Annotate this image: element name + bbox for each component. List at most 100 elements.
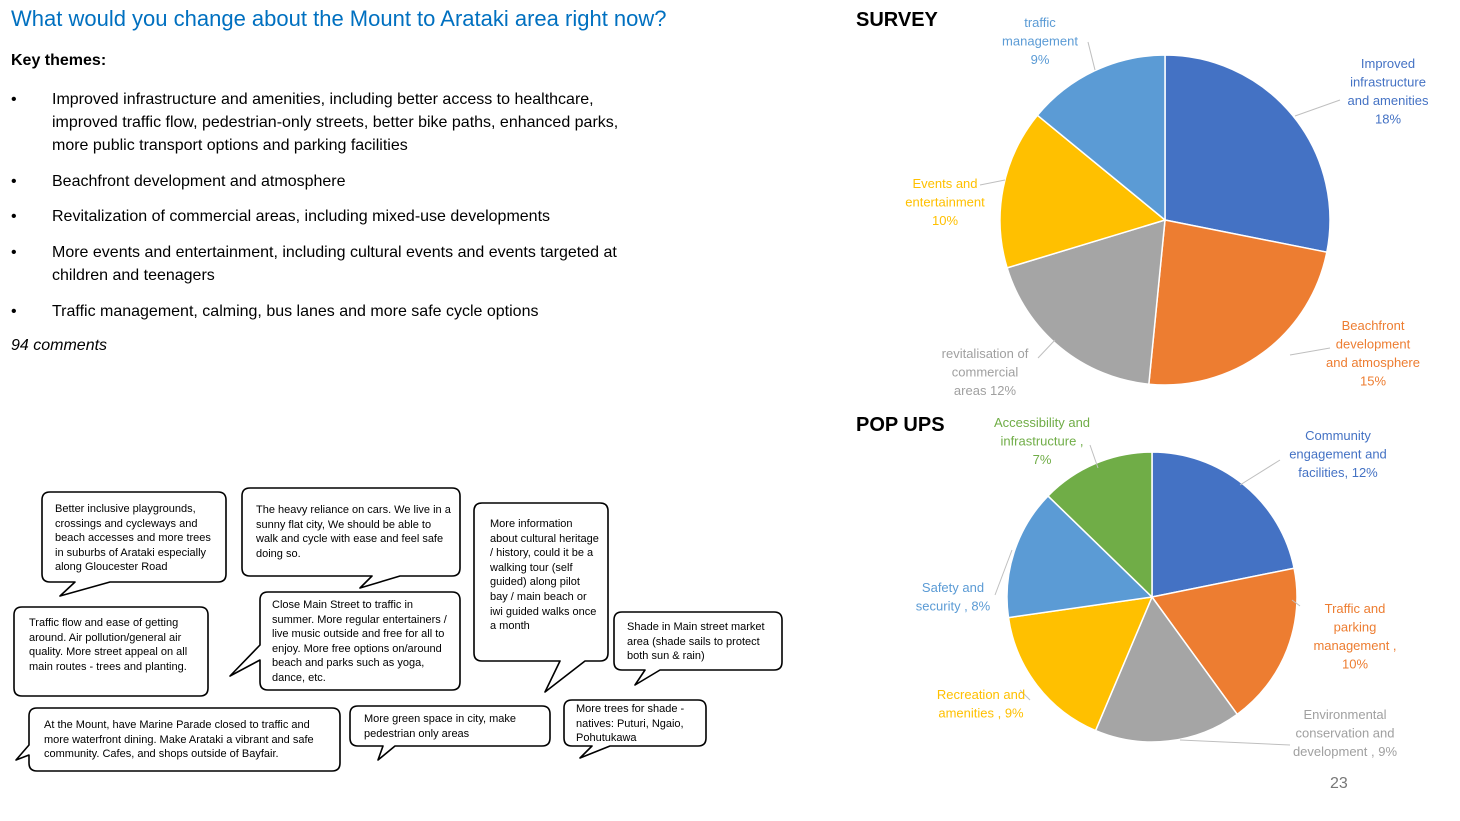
slice-label-line: areas 12% bbox=[954, 383, 1017, 398]
theme-text: More events and entertainment, including… bbox=[52, 244, 617, 284]
popups-chart-title: POP UPS bbox=[856, 414, 945, 436]
comment-bubble: Traffic flow and ease of getting around.… bbox=[29, 617, 188, 673]
pie-slice bbox=[1007, 596, 1154, 732]
slice-label-line: traffic bbox=[1024, 15, 1056, 30]
theme-text: Beachfront development and atmosphere bbox=[52, 173, 346, 190]
speech-bubble-outline bbox=[15, 707, 341, 772]
comment-bubble: Better inclusive playgrounds, crossings … bbox=[55, 503, 211, 574]
leader-line bbox=[979, 179, 1006, 186]
theme-item: • Traffic management, calming, bus lanes… bbox=[11, 300, 651, 324]
slice-label-line: revitalisation of bbox=[942, 346, 1029, 361]
key-themes-heading: Key themes: bbox=[11, 52, 107, 69]
slice-label-line: 15% bbox=[1360, 374, 1386, 389]
slice-label-line: Events and bbox=[912, 176, 977, 191]
bullet-icon: • bbox=[11, 303, 17, 320]
slice-label-line: infrastructure , bbox=[1000, 434, 1083, 449]
comment-bubble: More trees for shade - natives: Puturi, … bbox=[576, 703, 685, 745]
speech-bubble-outline bbox=[563, 699, 707, 759]
speech-bubbles-layer bbox=[13, 487, 783, 772]
theme-item: • Improved infrastructure and amenities,… bbox=[11, 88, 651, 158]
slice-label: Community engagement and facilities, 12% bbox=[1289, 428, 1387, 480]
comment-bubble: More information about cultural heritage… bbox=[490, 518, 599, 633]
speech-bubble-outline bbox=[229, 591, 461, 691]
slice-label: Events and entertainment 10% bbox=[905, 176, 985, 228]
pie-slice bbox=[1006, 218, 1166, 386]
pie-slice bbox=[1094, 595, 1239, 743]
theme-item: • Beachfront development and atmosphere bbox=[11, 170, 651, 194]
leader-line bbox=[1089, 444, 1099, 469]
page-number: 23 bbox=[1330, 775, 1348, 792]
pie-slice bbox=[1006, 494, 1154, 619]
slice-label-line: security , 8% bbox=[916, 599, 991, 614]
slice-label-line: 9% bbox=[1031, 52, 1050, 67]
bullet-icon: • bbox=[11, 244, 17, 261]
slice-label-line: and atmosphere bbox=[1326, 355, 1420, 370]
slice-label: Safety and security , 8% bbox=[916, 580, 991, 614]
slice-label-line: 18% bbox=[1375, 112, 1401, 127]
speech-bubble-outline bbox=[241, 487, 461, 589]
slice-label-line: facilities, 12% bbox=[1298, 465, 1378, 480]
pie-slice bbox=[1151, 451, 1295, 598]
leader-line bbox=[994, 549, 1013, 596]
leader-line bbox=[1087, 41, 1096, 71]
slice-label-line: Community bbox=[1305, 428, 1371, 443]
slice-label-line: Safety and bbox=[922, 580, 984, 595]
slice-label-line: 7% bbox=[1033, 452, 1052, 467]
page-title: What would you change about the Mount to… bbox=[11, 6, 667, 31]
speech-bubble-outline bbox=[41, 491, 227, 597]
slice-label-line: development , 9% bbox=[1293, 744, 1398, 759]
slice-label-line: Accessibility and bbox=[994, 415, 1090, 430]
comment-bubble: More green space in city, make pedestria… bbox=[364, 713, 517, 740]
leader-line bbox=[1019, 689, 1031, 701]
comment-bubble: The heavy reliance on cars. We live in a… bbox=[256, 504, 451, 560]
leader-line bbox=[1179, 739, 1291, 746]
comment-count: 94 comments bbox=[11, 337, 108, 354]
slice-label-line: engagement and bbox=[1289, 447, 1387, 462]
slice-label-line: amenities , 9% bbox=[938, 706, 1024, 721]
slice-label-line: parking bbox=[1334, 620, 1377, 635]
comment-bubble: Shade in Main street market area (shade … bbox=[627, 621, 765, 663]
slice-label-line: commercial bbox=[952, 365, 1019, 380]
pie-slice bbox=[1150, 567, 1298, 716]
pie-slice bbox=[1036, 54, 1166, 222]
slice-label-line: entertainment bbox=[905, 195, 985, 210]
slice-label: Accessibility and infrastructure , 7% bbox=[994, 415, 1090, 467]
speech-bubble-outline bbox=[13, 606, 209, 697]
theme-text: Traffic management, calming, bus lanes a… bbox=[52, 303, 539, 320]
slice-label-line: Beachfront bbox=[1342, 318, 1405, 333]
slice-label-line: conservation and bbox=[1295, 726, 1394, 741]
leader-line bbox=[1294, 99, 1341, 117]
theme-text: Revitalization of commercial areas, incl… bbox=[52, 208, 551, 225]
comment-bubble: Close Main Street to traffic in summer. … bbox=[272, 599, 447, 684]
speech-bubble-outline bbox=[613, 611, 783, 686]
leader-line bbox=[1037, 339, 1056, 359]
leader-line bbox=[1291, 599, 1301, 607]
speech-bubble-outline bbox=[349, 705, 551, 761]
slice-label-line: development bbox=[1336, 337, 1411, 352]
comment-bubble: At the Mount, have Marine Parade closed … bbox=[44, 719, 314, 761]
bullet-icon: • bbox=[11, 208, 17, 225]
pie-slice bbox=[1148, 219, 1328, 386]
slice-label: Recreation and amenities , 9% bbox=[937, 687, 1025, 721]
survey-chart-title: SURVEY bbox=[856, 9, 938, 31]
slice-label-line: infrastructure bbox=[1350, 75, 1426, 90]
pie-slice bbox=[1164, 54, 1331, 254]
slice-label-line: Improved bbox=[1361, 56, 1415, 71]
pie-slice bbox=[1046, 451, 1153, 599]
theme-item: • More events and entertainment, includi… bbox=[11, 241, 651, 288]
theme-item: • Revitalization of commercial areas, in… bbox=[11, 205, 651, 229]
slice-label-line: management , bbox=[1313, 638, 1396, 653]
theme-text: Improved infrastructure and amenities, i… bbox=[52, 91, 619, 154]
slice-label-line: management bbox=[1002, 34, 1078, 49]
pie-slice bbox=[999, 114, 1167, 269]
slice-label-line: 10% bbox=[1342, 657, 1368, 672]
slice-label: revitalisation of commercial areas 12% bbox=[942, 346, 1029, 398]
bullet-icon: • bbox=[11, 173, 17, 190]
speech-bubble-outline bbox=[473, 502, 609, 693]
slice-label-line: Recreation and bbox=[937, 687, 1025, 702]
slice-label-line: 10% bbox=[932, 213, 958, 228]
slice-label-line: Environmental bbox=[1303, 707, 1386, 722]
